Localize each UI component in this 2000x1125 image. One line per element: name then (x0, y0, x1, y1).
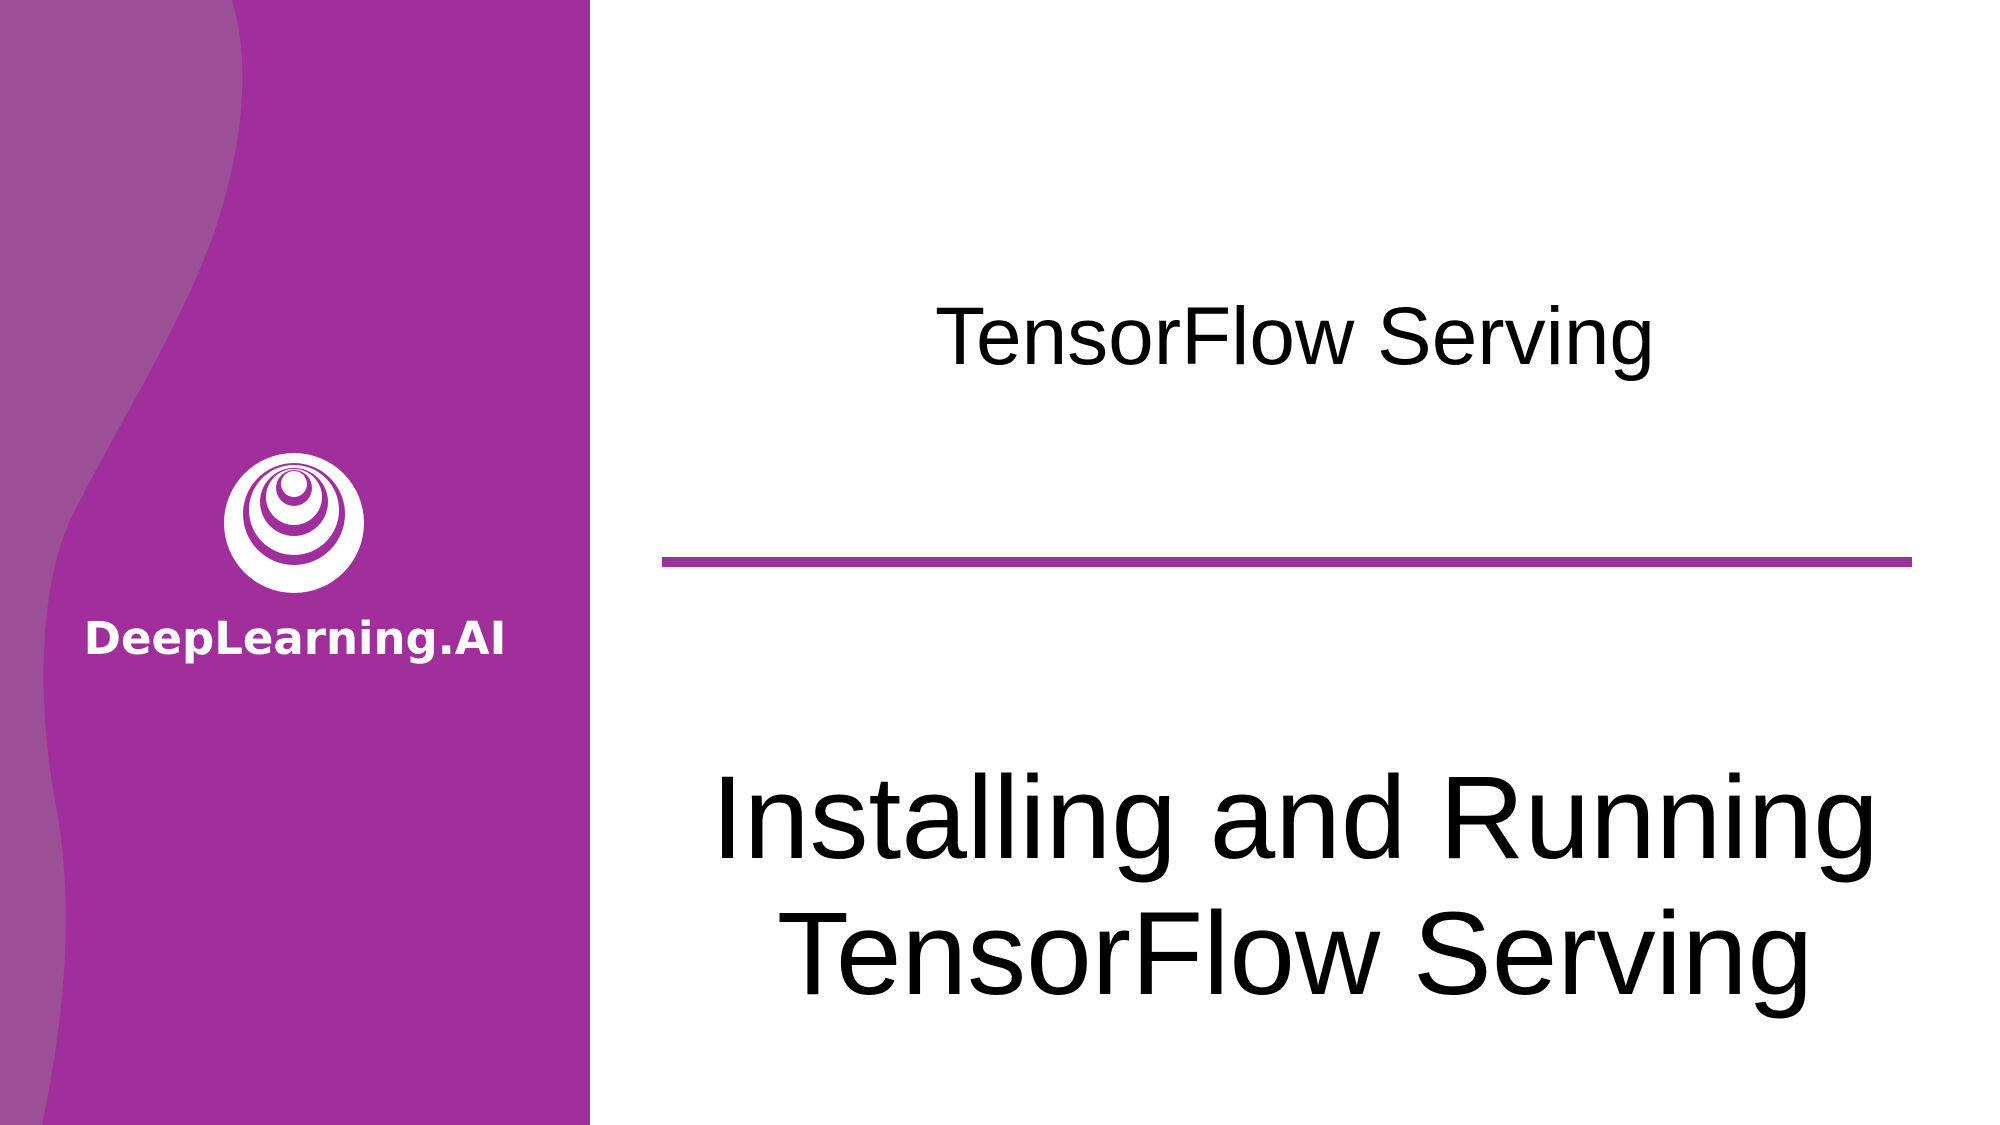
deeplearning-ai-logo-icon (224, 453, 364, 593)
main-title: Installing and Running TensorFlow Servin… (590, 750, 2000, 1022)
sidebar-background (0, 0, 590, 1125)
main-title-line-1: Installing and Running (711, 752, 1879, 884)
main-title-line-2: TensorFlow Serving (776, 888, 1814, 1020)
slide-content: TensorFlow Serving Installing and Runnin… (590, 0, 2000, 1125)
section-title: TensorFlow Serving (934, 291, 1656, 382)
brand-sidebar: DeepLearning.AI (0, 0, 590, 1125)
brand-name: DeepLearning.AI (83, 612, 507, 665)
title-divider (662, 557, 1912, 567)
